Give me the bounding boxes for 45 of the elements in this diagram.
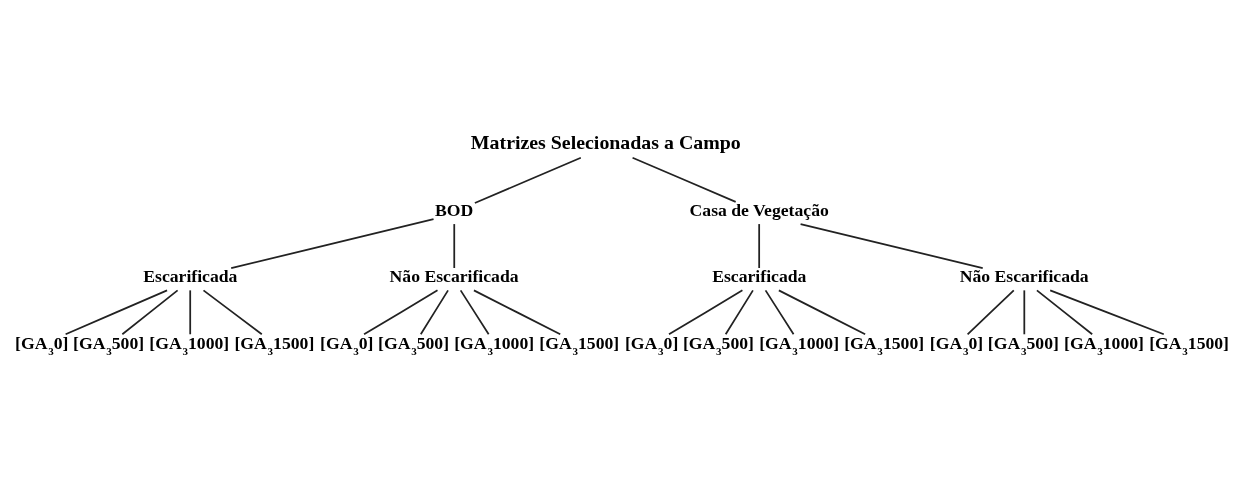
connector <box>453 222 456 269</box>
node-text: [GA$_{3}$1000] <box>1064 332 1144 357</box>
node-text: [GA$_{3}$500] <box>378 332 450 357</box>
connector <box>799 222 984 269</box>
connector <box>764 288 795 335</box>
connector <box>363 288 439 335</box>
node-text: [GA$_{3}$1500] <box>539 332 620 357</box>
connector <box>230 217 435 269</box>
node-text: [GA$_{3}$0] <box>320 332 374 357</box>
connector <box>1049 288 1165 335</box>
connector <box>473 288 562 335</box>
node-text: [GA$_{3}$1500] <box>1149 332 1230 357</box>
connector <box>64 288 168 335</box>
connector <box>1036 288 1094 335</box>
node-text: [GA$_{3}$1000] <box>454 332 535 357</box>
connector <box>631 156 737 203</box>
connector <box>758 222 761 269</box>
node-text: [GA$_{3}$1000] <box>149 332 230 357</box>
node-text: BOD <box>434 199 474 220</box>
node-text: [GA$_{3}$0] <box>624 332 679 357</box>
connector <box>202 288 263 335</box>
node-text: Não Escarificada <box>389 265 519 286</box>
connector <box>121 288 179 335</box>
connector <box>966 288 1015 335</box>
node-text: [GA$_{3}$500] <box>73 332 145 357</box>
connector <box>459 288 490 335</box>
node-text: Escarificada <box>143 265 238 286</box>
node-text: [GA$_{3}$1500] <box>234 332 315 357</box>
connector <box>1023 288 1026 335</box>
connector <box>473 156 582 204</box>
node-text: Casa de Vegetação <box>689 199 829 220</box>
node-text: [GA$_{3}$0] <box>929 332 984 357</box>
node-text: [GA$_{3}$1500] <box>844 332 925 357</box>
connector <box>419 288 449 335</box>
node-text: Escarificada <box>712 265 807 286</box>
connector <box>724 288 754 335</box>
node-text: Matrizes Selecionadas a Campo <box>470 130 741 153</box>
node-text: Não Escarificada <box>959 265 1089 286</box>
node-text: [GA$_{3}$500] <box>682 332 754 357</box>
connector <box>189 288 192 335</box>
connector <box>668 288 744 335</box>
node-text: [GA$_{3}$0] <box>15 332 69 357</box>
node-text: [GA$_{3}$1000] <box>759 332 840 357</box>
connector <box>777 288 867 335</box>
node-text: [GA$_{3}$500] <box>987 332 1059 357</box>
